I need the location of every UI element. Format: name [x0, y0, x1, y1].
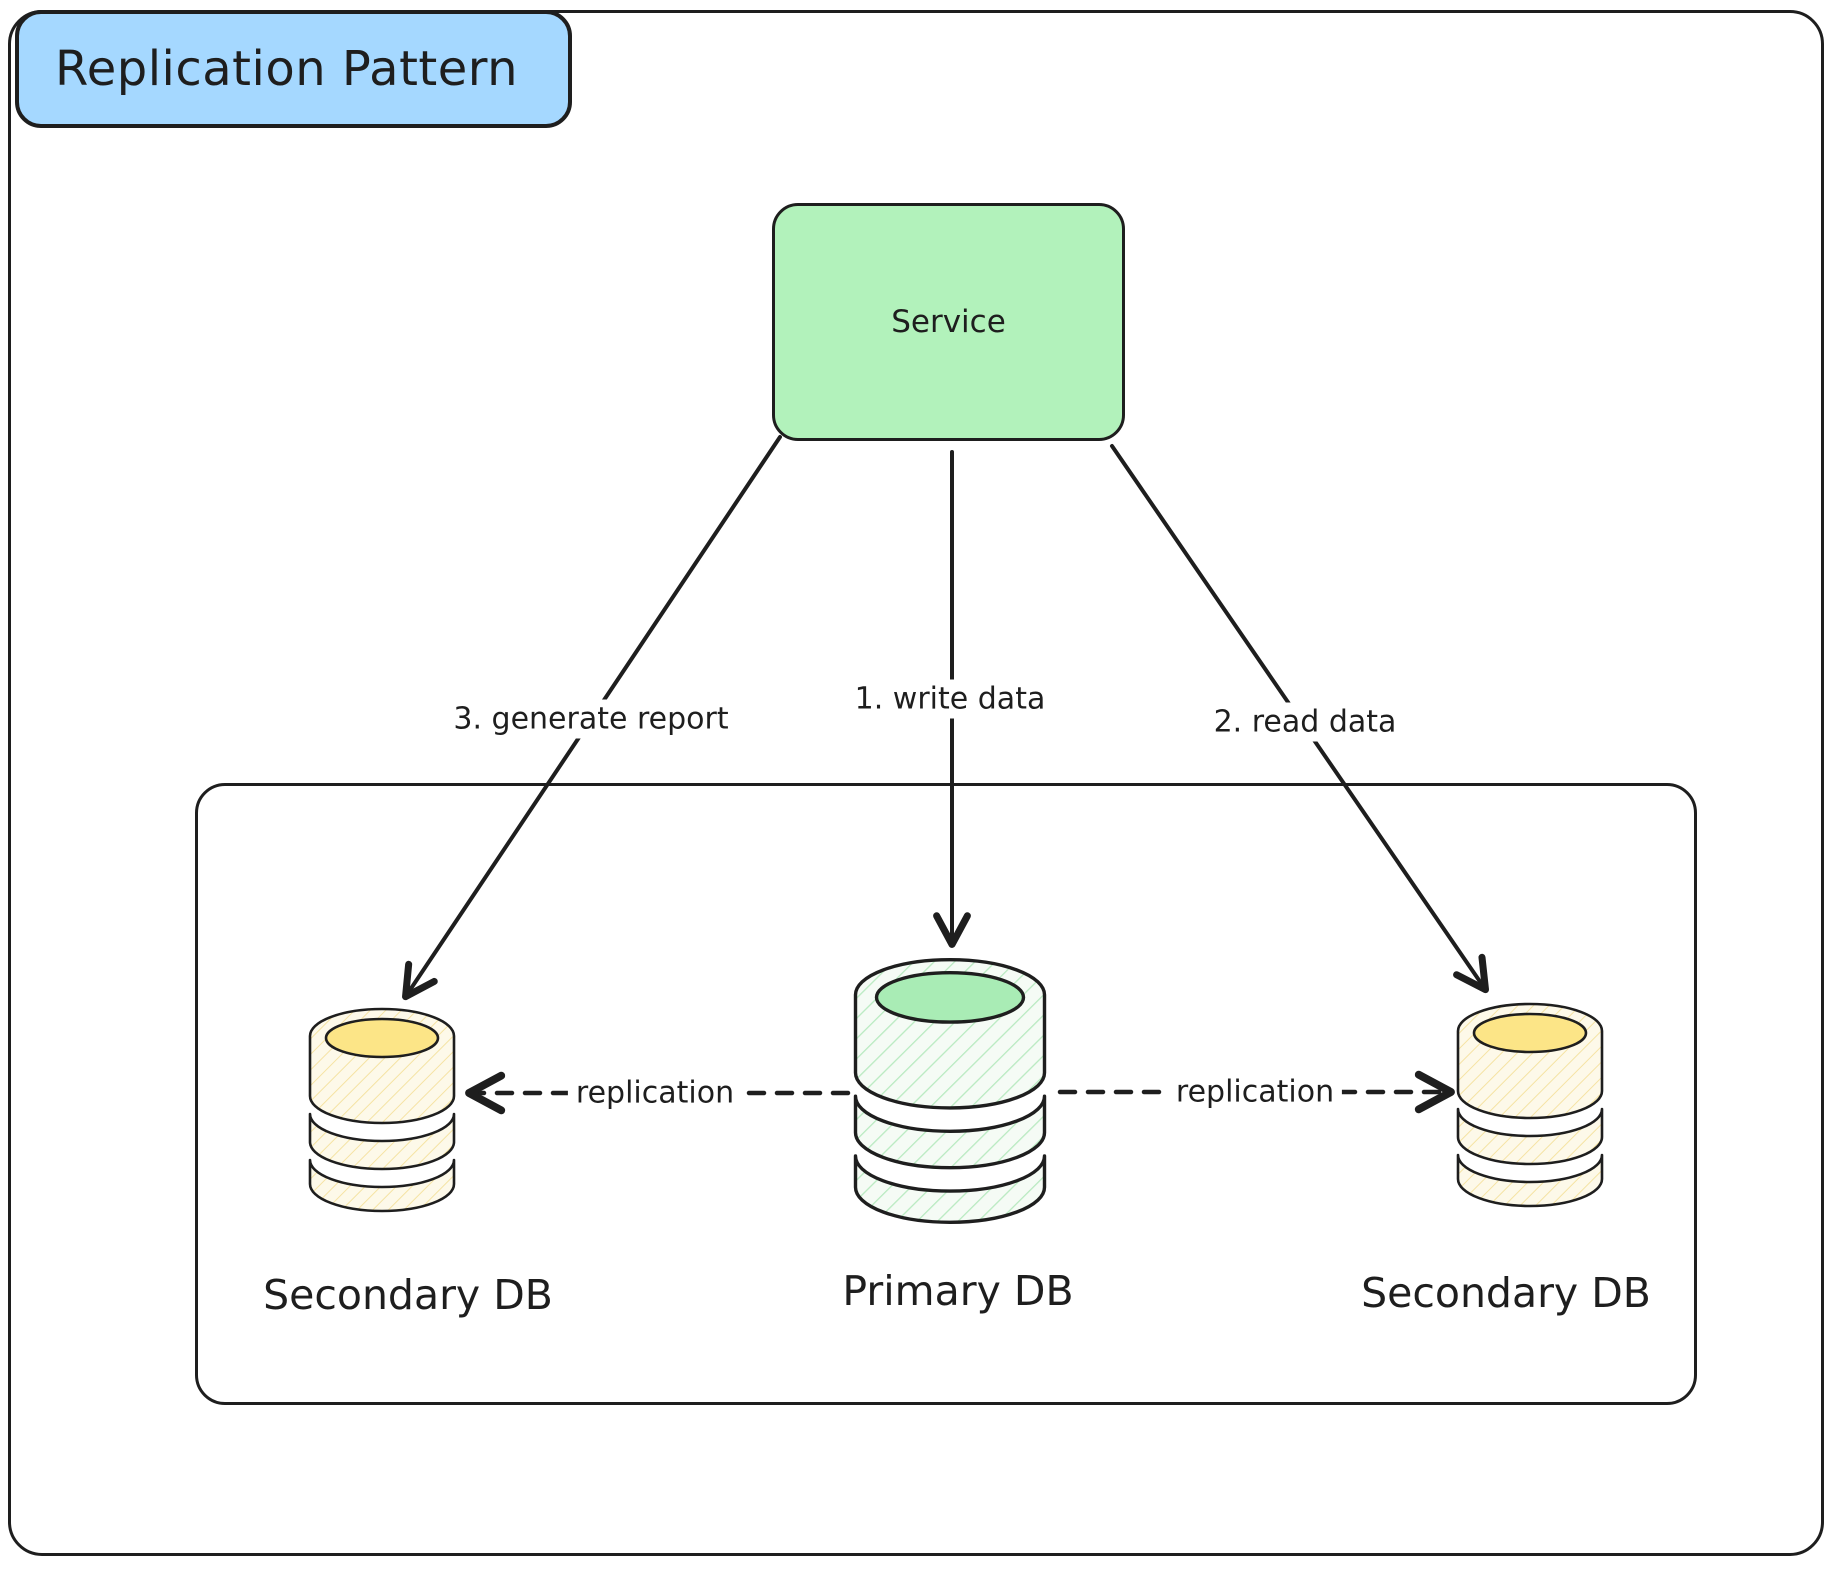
- primary-db-database-icon[interactable]: [853, 958, 1047, 1224]
- diagram-outer-frame: [8, 10, 1824, 1556]
- primary-db-label: Primary DB: [842, 1267, 1074, 1315]
- edge-label-generate-report: 3. generate report: [445, 699, 737, 739]
- secondary-db-right-database-icon[interactable]: [1456, 1002, 1604, 1208]
- service-label: Service: [891, 304, 1006, 340]
- diagram-title-box[interactable]: Replication Pattern: [15, 10, 572, 128]
- secondary-db-right-label: Secondary DB: [1361, 1269, 1651, 1317]
- diagram-title: Replication Pattern: [55, 41, 519, 97]
- node-service[interactable]: Service: [772, 203, 1125, 441]
- secondary-db-left-label: Secondary DB: [263, 1271, 553, 1319]
- edge-label-write-data: 1. write data: [846, 679, 1054, 719]
- database-group-container[interactable]: [195, 783, 1697, 1405]
- edge-label-replication-left: replication: [567, 1073, 743, 1113]
- edge-label-read-data: 2. read data: [1205, 702, 1405, 742]
- edge-label-replication-right: replication: [1167, 1072, 1343, 1112]
- secondary-db-left-database-icon[interactable]: [308, 1007, 456, 1213]
